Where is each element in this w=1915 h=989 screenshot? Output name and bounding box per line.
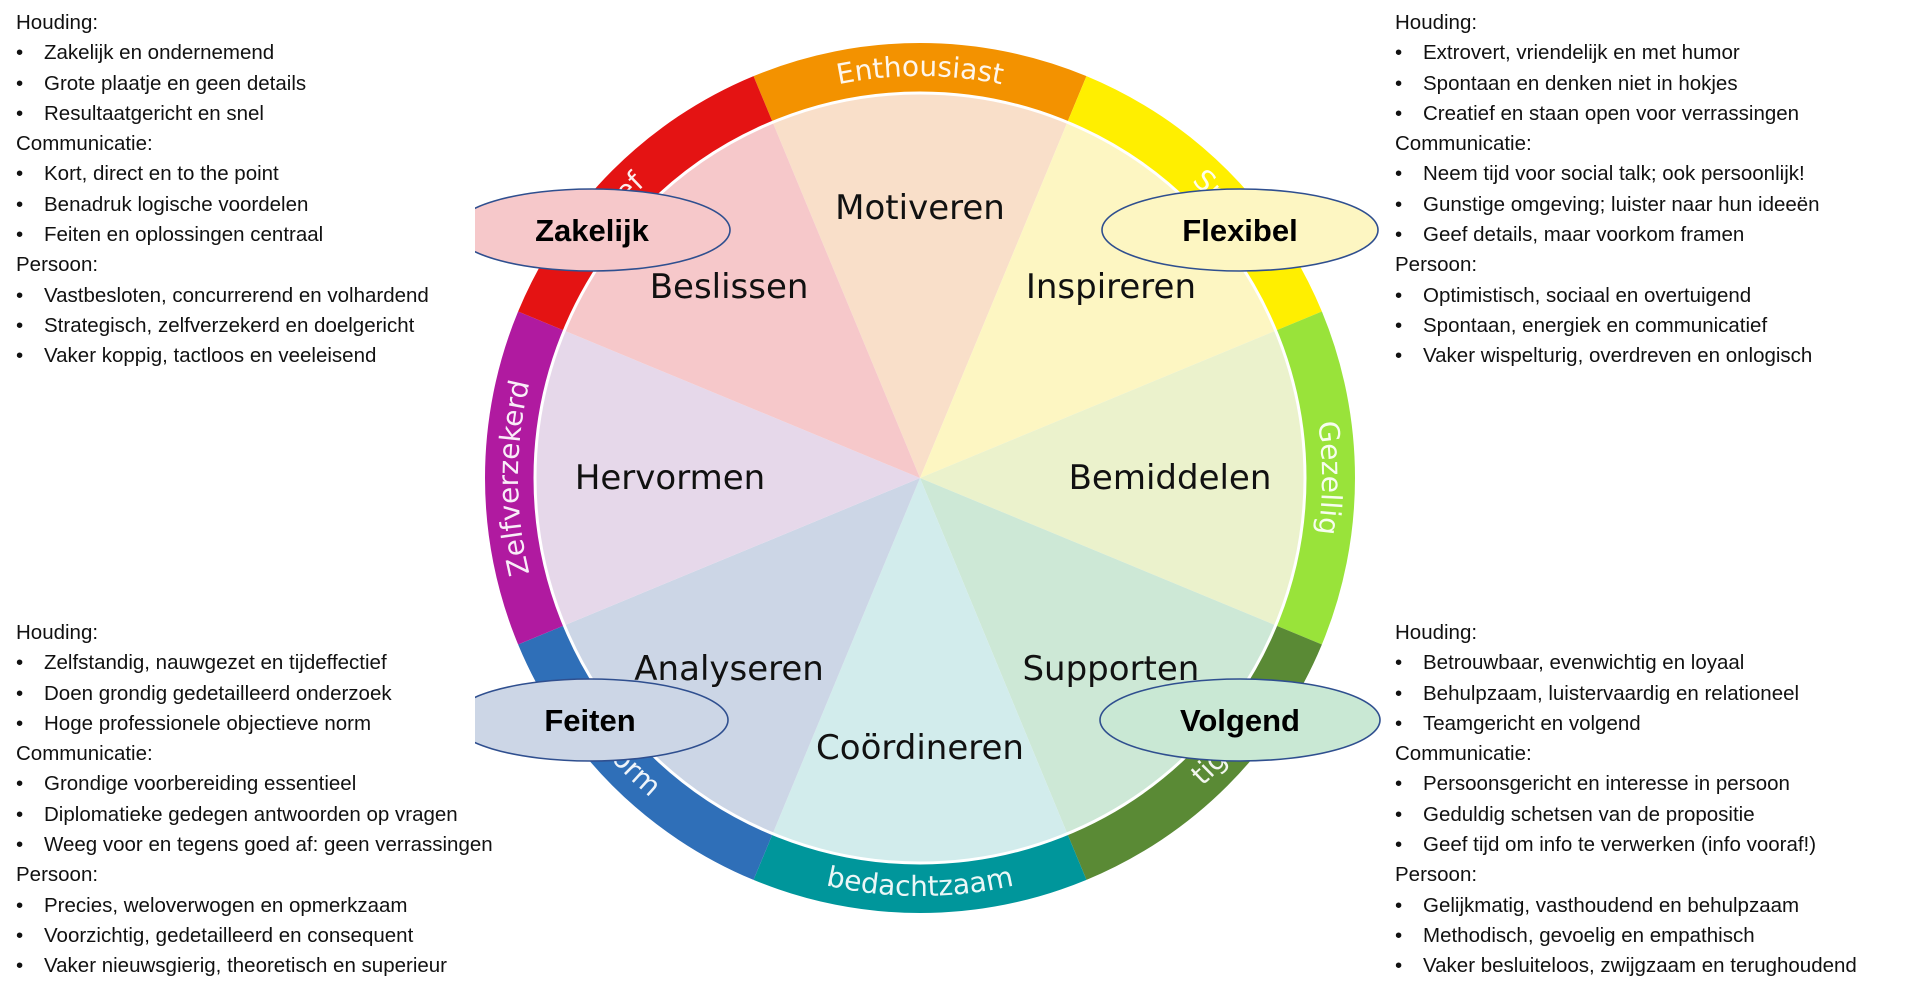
bullet-item: Persoonsgericht en interesse in persoon xyxy=(1395,769,1857,800)
ring-segment xyxy=(753,833,1087,913)
bullet-item: Grondige voorbereiding essentieel xyxy=(16,769,493,800)
bullet-item: Geduldig schetsen van de propositie xyxy=(1395,800,1857,831)
bullet-item: Precies, weloverwogen en opmerkzaam xyxy=(16,891,493,922)
bullet-item: Spontaan en denken niet in hokjes xyxy=(1395,69,1820,100)
segment-label: Supporten xyxy=(1022,649,1199,689)
bullet-list: Gelijkmatig, vasthoudend en behulpzaamMe… xyxy=(1395,891,1857,982)
bullet-item: Vaker wispelturig, overdreven en onlogis… xyxy=(1395,341,1820,372)
ring-segment xyxy=(1275,311,1355,645)
wheel-segment xyxy=(772,478,1068,863)
bullet-item: Strategisch, zelfverzekerd en doelgerich… xyxy=(16,311,429,342)
section-heading: Communicatie: xyxy=(16,132,153,156)
bullet-item: Doen grondig gedetailleerd onderzoek xyxy=(16,679,493,710)
segment-label: Bemiddelen xyxy=(1069,458,1272,498)
ring-segment xyxy=(485,311,565,645)
section-heading: Communicatie: xyxy=(16,742,153,766)
bullet-item: Vaker nieuwsgierig, theoretisch en super… xyxy=(16,951,493,982)
bullet-item: Resultaatgericht en snel xyxy=(16,99,429,130)
bullet-item: Hoge professionele objectieve norm xyxy=(16,709,493,740)
bullet-item: Diplomatieke gedegen antwoorden op vrage… xyxy=(16,800,493,831)
quadrant-label: Zakelijk xyxy=(535,213,649,248)
bullet-item: Zelfstandig, nauwgezet en tijdeffectief xyxy=(16,648,493,679)
quadrant-ellipse xyxy=(1101,188,1379,272)
ring-label: Gezellig xyxy=(1311,419,1348,537)
quadrant-label: Flexibel xyxy=(1182,213,1297,248)
quadrant-label: Feiten xyxy=(544,703,635,738)
bullet-list: Kort, direct en to the pointBenadruk log… xyxy=(16,159,429,250)
wheel-segment xyxy=(920,330,1305,626)
segment-label: Beslissen xyxy=(650,267,809,307)
section-heading: Communicatie: xyxy=(1395,132,1532,156)
bullet-list: Vastbesloten, concurrerend en volhardend… xyxy=(16,281,429,372)
bullet-list: Zakelijk en ondernemendGrote plaatje en … xyxy=(16,38,429,129)
bullet-item: Benadruk logische voordelen xyxy=(16,190,429,221)
bullet-item: Grote plaatje en geen details xyxy=(16,69,429,100)
bullet-item: Geef tijd om info te verwerken (info voo… xyxy=(1395,830,1857,861)
bullet-item: Voorzichtig, gedetailleerd en consequent xyxy=(16,921,493,952)
segment-label: Inspireren xyxy=(1026,267,1196,307)
segment-label: Hervormen xyxy=(575,458,765,498)
bullet-list: Betrouwbaar, evenwichtig en loyaalBehulp… xyxy=(1395,648,1857,739)
section-heading: Persoon: xyxy=(16,863,99,887)
panel-bottom-left: Houding: Zelfstandig, nauwgezet en tijdef… xyxy=(16,618,493,982)
quadrant-label: Volgend xyxy=(1180,703,1300,738)
bullet-list: Optimistisch, sociaal en overtuigendSpon… xyxy=(1395,281,1820,372)
bullet-item: Feiten en oplossingen centraal xyxy=(16,220,429,251)
bullet-item: Methodisch, gevoelig en empathisch xyxy=(1395,921,1857,952)
section-heading: Persoon: xyxy=(1395,253,1478,277)
wheel-segment xyxy=(535,330,920,626)
bullet-list: Neem tijd voor social talk; ook persoonl… xyxy=(1395,159,1820,250)
section-heading: Houding: xyxy=(16,11,99,34)
bullet-list: Zelfstandig, nauwgezet en tijdeffectiefD… xyxy=(16,648,493,739)
bullet-item: Spontaan, energiek en communicatief xyxy=(1395,311,1820,342)
wheel-segment xyxy=(772,93,1068,478)
bullet-list: Persoonsgericht en interesse in persoonG… xyxy=(1395,769,1857,860)
segment-label: Coördineren xyxy=(816,728,1024,768)
bullet-item: Behulpzaam, luistervaardig en relationee… xyxy=(1395,679,1857,710)
bullet-item: Gelijkmatig, vasthoudend en behulpzaam xyxy=(1395,891,1857,922)
bullet-item: Vaker besluiteloos, zwijgzaam en terugho… xyxy=(1395,951,1857,982)
segment-label: Motiveren xyxy=(835,188,1005,228)
section-heading: Persoon: xyxy=(16,253,99,277)
panel-top-left: Houding: Zakelijk en ondernemendGrote pla… xyxy=(16,8,429,372)
quadrant-ellipse xyxy=(475,678,729,762)
bullet-list: Precies, weloverwogen en opmerkzaamVoorz… xyxy=(16,891,493,982)
bullet-item: Extrovert, vriendelijk en met humor xyxy=(1395,38,1820,69)
panel-bottom-right: Houding: Betrouwbaar, evenwichtig en loya… xyxy=(1395,618,1857,982)
bullet-item: Betrouwbaar, evenwichtig en loyaal xyxy=(1395,648,1857,679)
bullet-item: Neem tijd voor social talk; ook persoonl… xyxy=(1395,159,1820,190)
bullet-item: Geef details, maar voorkom framen xyxy=(1395,220,1820,251)
section-heading: Houding: xyxy=(1395,621,1478,644)
quadrant-ellipse xyxy=(475,188,731,272)
bullet-item: Vaker koppig, tactloos en veeleisend xyxy=(16,341,429,372)
bullet-item: Kort, direct en to the point xyxy=(16,159,429,190)
panel-top-right: Houding: Extrovert, vriendelijk en met hu… xyxy=(1395,8,1820,372)
bullet-item: Gunstige omgeving; luister naar hun idee… xyxy=(1395,190,1820,221)
bullet-item: Creatief en staan open voor verrassingen xyxy=(1395,99,1820,130)
bullet-item: Teamgericht en volgend xyxy=(1395,709,1857,740)
quadrant-ellipse xyxy=(1099,678,1381,762)
ring-inner-edge xyxy=(533,91,1307,865)
section-heading: Persoon: xyxy=(1395,863,1478,887)
bullet-item: Weeg voor en tegens goed af: geen verras… xyxy=(16,830,493,861)
ring-segment xyxy=(753,43,1087,123)
bullet-list: Grondige voorbereiding essentieelDiploma… xyxy=(16,769,493,860)
bullet-item: Zakelijk en ondernemend xyxy=(16,38,429,69)
segment-label: Analyseren xyxy=(634,649,824,689)
bullet-list: Extrovert, vriendelijk en met humorSpont… xyxy=(1395,38,1820,129)
bullet-item: Optimistisch, sociaal en overtuigend xyxy=(1395,281,1820,312)
bullet-item: Vastbesloten, concurrerend en volhardend xyxy=(16,281,429,312)
section-heading: Communicatie: xyxy=(1395,742,1532,766)
section-heading: Houding: xyxy=(16,621,99,644)
personality-color-wheel: MotiverenInspirerenBemiddelenSupportenCo… xyxy=(475,43,1381,913)
section-heading: Houding: xyxy=(1395,11,1478,34)
